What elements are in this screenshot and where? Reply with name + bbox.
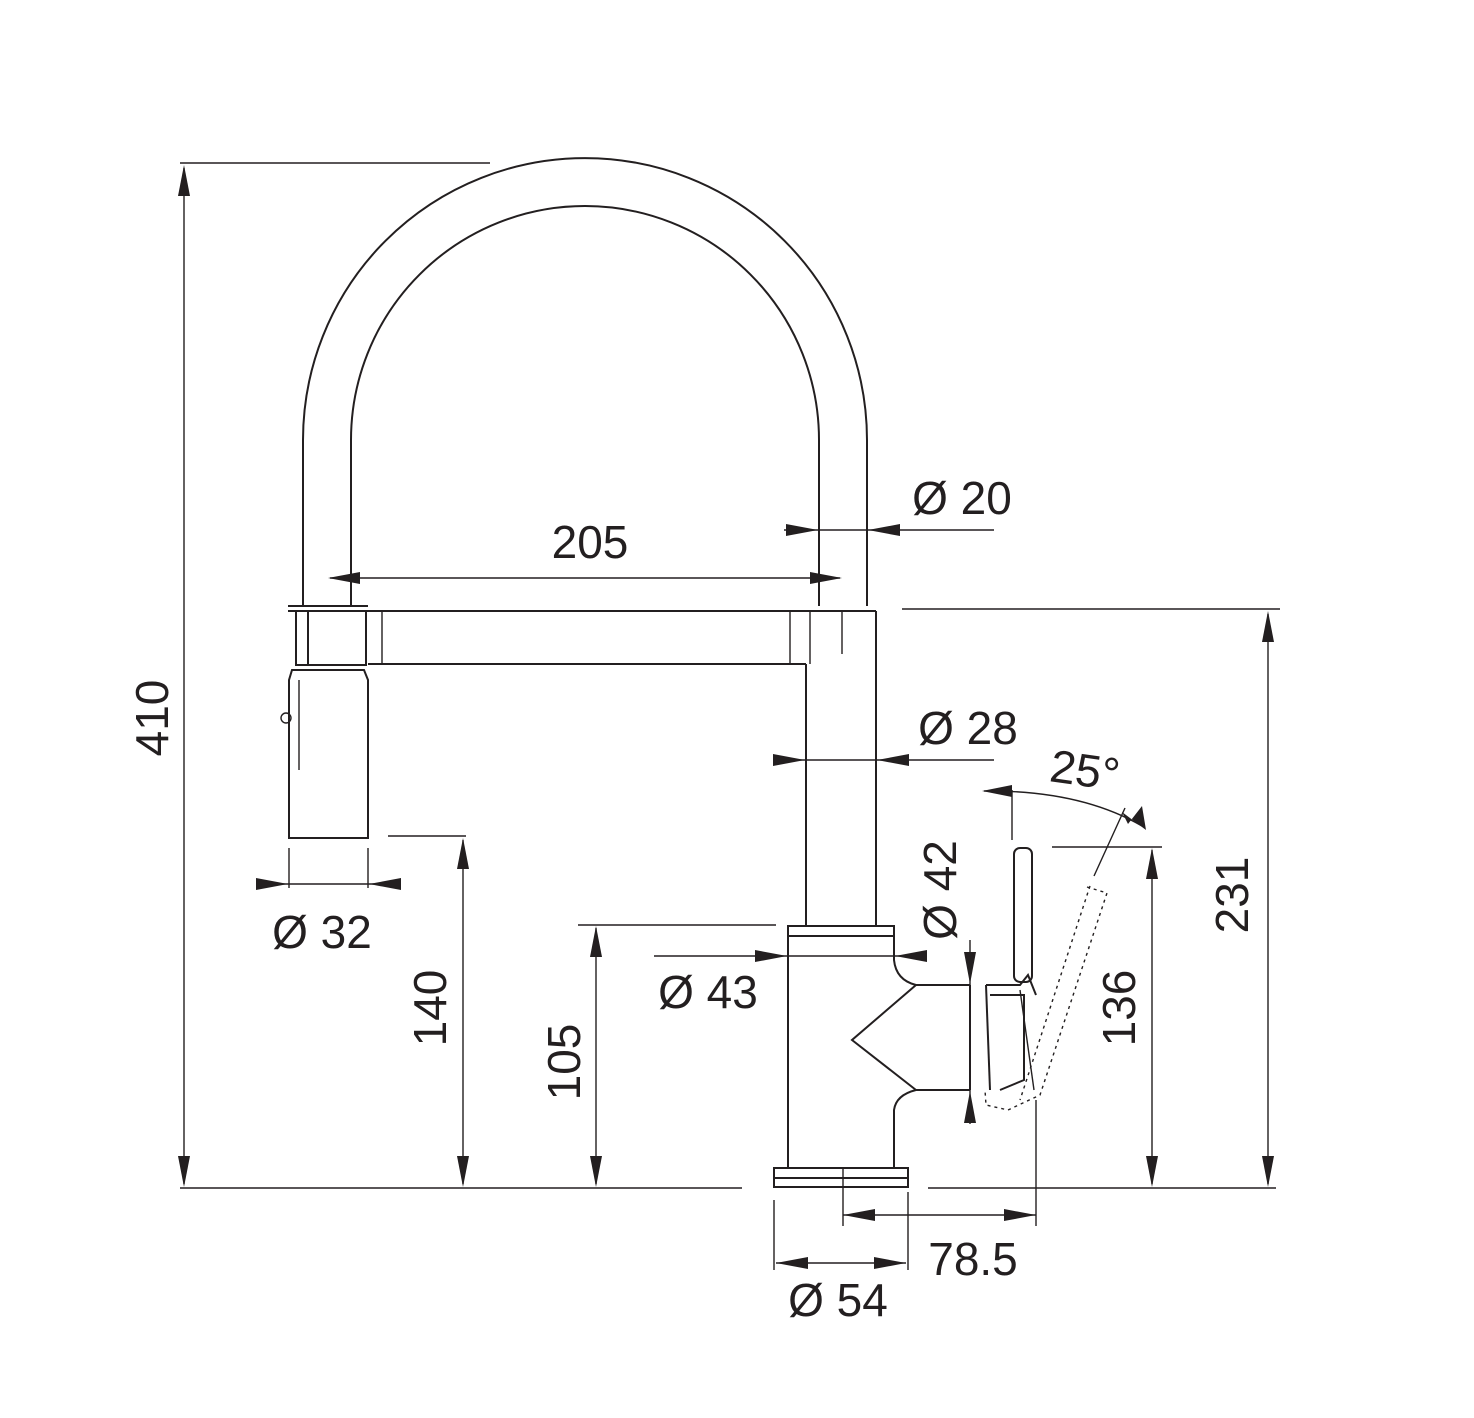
label-spout-body-diameter: Ø 28 [918,702,1018,754]
label-total-height: 410 [126,680,178,757]
dimension-lines [178,165,1274,1269]
label-angle: 25° [1047,739,1123,800]
extension-lines [180,162,1280,1270]
label-body-height: 105 [538,1024,590,1101]
label-base-diameter: Ø 54 [788,1274,888,1326]
dimension-labels: 410 205 Ø 20 Ø 28 25° Ø 32 140 105 Ø 43 … [126,472,1258,1326]
label-handle-diameter: Ø 42 [914,840,966,940]
label-body-diameter: Ø 43 [658,966,758,1018]
label-handle-height: 136 [1093,970,1145,1047]
label-hose-diameter: Ø 20 [912,472,1012,524]
label-spout-height: 231 [1206,857,1258,934]
label-spout-reach: 205 [552,516,629,568]
label-handle-offset: 78.5 [928,1233,1018,1285]
label-spray-head-diameter: Ø 32 [272,906,372,958]
label-spray-head-height: 140 [404,970,456,1047]
